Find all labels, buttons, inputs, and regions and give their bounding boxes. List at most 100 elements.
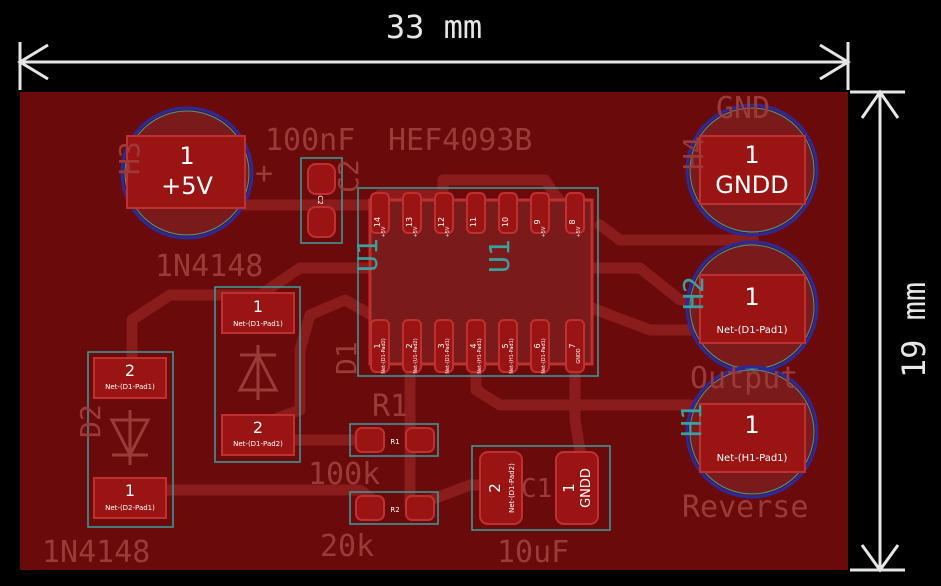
r1-pad-label: R1 bbox=[390, 438, 399, 446]
h1-pad-net: Net-(H1-Pad1) bbox=[717, 453, 788, 464]
u1-pad-net: Net-(U1-Pad2) bbox=[413, 338, 419, 373]
mounting-hole-h1 bbox=[685, 365, 819, 499]
h4-ref: H4 bbox=[677, 136, 710, 170]
u1-ref-left: U1 bbox=[351, 238, 384, 272]
height-dimension bbox=[850, 89, 905, 573]
r2-value: 20k bbox=[320, 529, 374, 564]
u1-pad-top bbox=[370, 192, 390, 234]
diode-d2-footprint bbox=[87, 351, 174, 528]
h2-value: Output bbox=[690, 361, 798, 396]
h3-ref: H3 bbox=[113, 141, 146, 175]
u1-ref-center: U1 bbox=[483, 239, 516, 273]
u1-pad-net: +5V bbox=[576, 226, 582, 237]
u1-pad-number: 9 bbox=[533, 219, 542, 224]
u1-value: HEF4093B bbox=[388, 123, 533, 158]
u1-pad-bottom bbox=[498, 319, 518, 373]
resistor-r1-footprint bbox=[349, 423, 439, 457]
u1-pad-net: Net-(D1-Pad1) bbox=[445, 338, 451, 374]
u1-pad-top bbox=[565, 192, 585, 234]
c1-pad2-net: Net-(D1-Pad2) bbox=[508, 463, 516, 513]
c1-pad1-number: 1 bbox=[560, 483, 578, 493]
u1-pad-bottom bbox=[565, 319, 585, 373]
u1-pad-net: Net-(D1-Pad2) bbox=[381, 338, 387, 374]
u1-pad-top bbox=[498, 192, 518, 234]
u1-pad-number: 14 bbox=[373, 217, 382, 227]
h2-pad-number: 1 bbox=[744, 283, 759, 311]
u1-pad-number: 6 bbox=[533, 343, 542, 348]
h1-value: Reverse bbox=[682, 490, 808, 525]
capacitor-c2-footprint bbox=[300, 157, 343, 244]
u1-pad-net: +5V bbox=[445, 226, 451, 237]
c1-ref: C1 bbox=[521, 474, 552, 504]
h1-pad-number: 1 bbox=[744, 411, 759, 439]
u1-pad-bottom bbox=[402, 319, 422, 373]
c1-pad2-number: 2 bbox=[486, 483, 504, 493]
d2-ref: D2 bbox=[74, 404, 107, 438]
u1-pad-number: 5 bbox=[501, 343, 510, 348]
u1-pad-number: 3 bbox=[437, 343, 446, 348]
r1-value: 100k bbox=[308, 457, 380, 492]
c1-value: 10uF bbox=[497, 535, 569, 570]
d2-pad2-net: Net-(D1-Pad1) bbox=[105, 383, 155, 391]
u1-pad-net: +5V bbox=[381, 226, 387, 237]
d2-pad2-number: 2 bbox=[125, 361, 135, 380]
u1-pad-net: GNDD bbox=[576, 348, 582, 363]
height-dimension-label: 19 mm bbox=[895, 282, 933, 378]
u1-pad-number: 10 bbox=[501, 217, 510, 227]
resistor-r2-footprint bbox=[349, 491, 439, 525]
d2-pad1-net: Net-(D2-Pad1) bbox=[105, 504, 155, 512]
width-dimension bbox=[17, 42, 851, 90]
u1-pad-bottom bbox=[530, 319, 550, 373]
u1-pad-number: 1 bbox=[373, 343, 382, 348]
c1-pad1-net: GNDD bbox=[579, 468, 594, 508]
d2-pad1-number: 1 bbox=[125, 481, 135, 500]
u1-pad-top bbox=[434, 192, 454, 234]
u1-pad-net: Net-(D1-Pad1) bbox=[541, 338, 547, 374]
capacitor-c1-footprint bbox=[471, 445, 611, 531]
r1-ref: R1 bbox=[372, 389, 408, 424]
d1-pad2-net: Net-(D1-Pad2) bbox=[233, 440, 283, 448]
r2-pad-label: R2 bbox=[390, 506, 399, 514]
mounting-hole-h4 bbox=[685, 103, 819, 237]
d1-pad1-net: Net-(D1-Pad1) bbox=[233, 320, 283, 328]
c2-pad-label: C2 bbox=[316, 195, 324, 204]
c2-ref: C2 bbox=[332, 159, 365, 193]
h4-pad-net: GNDD bbox=[715, 171, 789, 199]
u1-pad-number: 4 bbox=[469, 343, 478, 348]
u1-pad-net: Net-(H1-Pad1) bbox=[509, 338, 515, 373]
c2-value: 100nF bbox=[265, 123, 355, 158]
h1-ref: H1 bbox=[675, 403, 708, 437]
d1-pad1-number: 1 bbox=[253, 297, 263, 316]
u1-pad-net: +5V bbox=[541, 226, 547, 237]
h2-ref: H2 bbox=[677, 276, 710, 310]
d1-pad2-number: 2 bbox=[253, 418, 263, 437]
u1-pad-number: 11 bbox=[469, 217, 478, 227]
u1-pad-bottom bbox=[434, 319, 454, 373]
c2-polarity-mark: + bbox=[255, 156, 273, 191]
h4-value: GND bbox=[716, 91, 770, 126]
u1-pad-bottom bbox=[466, 319, 486, 373]
u1-pad-number: 8 bbox=[568, 219, 577, 224]
u1-pad-net: +5V bbox=[413, 226, 419, 237]
h4-pad-number: 1 bbox=[744, 141, 759, 169]
u1-pad-number: 13 bbox=[405, 217, 414, 227]
u1-pad-net: Net-(H1-Pad1) bbox=[477, 338, 483, 373]
h3-pad-net: +5V bbox=[161, 172, 213, 200]
u1-pad-number: 7 bbox=[568, 343, 577, 348]
d1-value: 1N4148 bbox=[155, 249, 263, 284]
d2-value: 1N4148 bbox=[42, 535, 150, 570]
d1-ref: D1 bbox=[330, 341, 363, 375]
u1-pad-bottom bbox=[370, 319, 390, 373]
u1-pad-number: 2 bbox=[405, 343, 414, 348]
u1-pad-top bbox=[530, 192, 550, 234]
u1-pad-number: 12 bbox=[437, 217, 446, 227]
mounting-hole-h3 bbox=[120, 106, 254, 240]
h2-pad-net: Net-(D1-Pad1) bbox=[716, 325, 787, 336]
u1-pad-top bbox=[466, 192, 486, 234]
diode-d1-footprint bbox=[214, 286, 301, 463]
u1-pad-top bbox=[402, 192, 422, 234]
width-dimension-label: 33 mm bbox=[386, 8, 482, 46]
mounting-hole-h2 bbox=[685, 240, 819, 374]
